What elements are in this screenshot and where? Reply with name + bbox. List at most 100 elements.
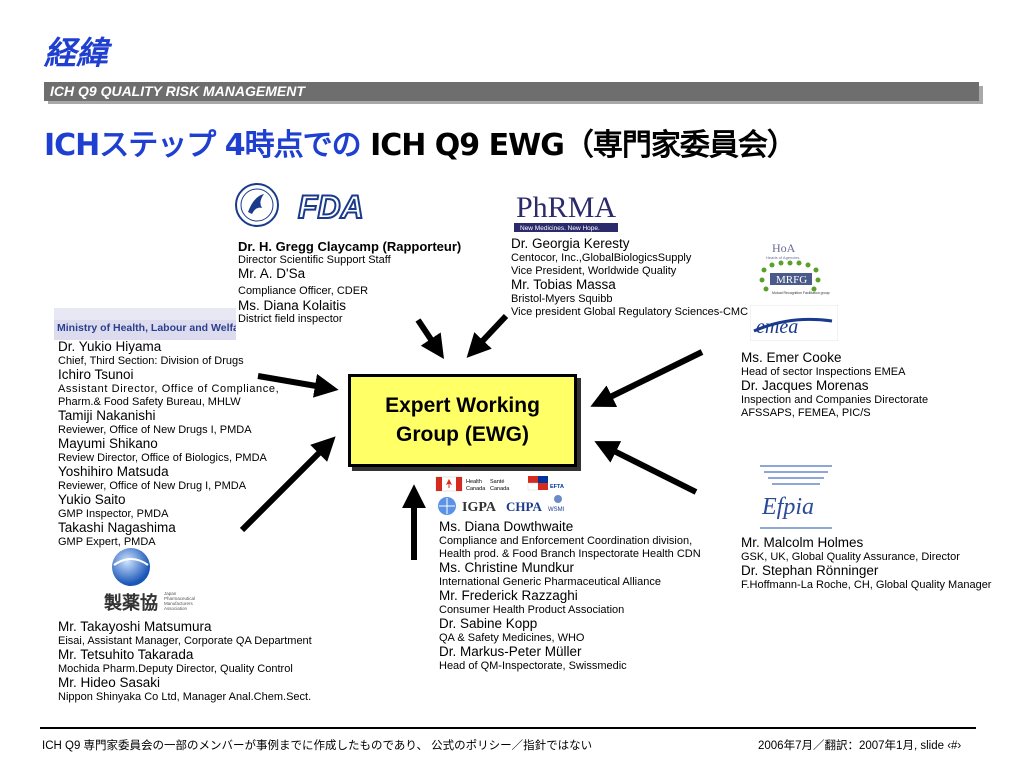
member-name: Yoshihiro Matsuda [58,464,169,480]
member-name: Takashi Nagashima [58,520,176,536]
member-role: GMP Expert, PMDA [58,536,156,549]
member-name: Mr. Takayoshi Matsumura [58,619,212,634]
member-name: Ms. Diana Kolaitis [238,297,347,313]
arrow-jpma [239,436,336,533]
hhs-seal-logo [234,182,280,228]
member-name: Dr. Stephan Rönninger [741,563,879,579]
member-role: Mochida Pharm.Deputy Director, Quality C… [58,662,293,675]
section-banner: ICH Q9 QUALITY RISK MANAGEMENT [44,82,979,101]
subtitle-part1: ICHステップ 4時点での [44,128,371,163]
observer-logos: Health Canada Santé Canada EFTA IGPA CHP… [434,474,584,518]
svg-text:HoA: HoA [772,241,796,255]
member-role: Director Scientific Support Staff [238,254,391,267]
svg-text:MRFG: MRFG [776,274,807,286]
member-role: Head of QM-Inspectorate, Swissmedic [439,660,627,673]
member-name: Dr. Georgia Keresty [511,236,630,251]
svg-text:Health: Health [466,479,482,485]
member-name: Ms. Diana Dowthwaite [439,519,574,534]
svg-text:CHPA: CHPA [506,499,542,514]
expert-working-group-box: Expert Working Group (EWG) [348,374,577,467]
svg-text:Japan: Japan [164,591,177,596]
member-role: Pharm.& Food Safety Bureau, MHLW [58,396,241,409]
member-role: District field inspector [238,313,343,326]
fda-logo-text: FDA [298,190,364,224]
emea-logo: emea [750,305,838,341]
member-role: Consumer Health Product Association [439,604,625,617]
arrow-fda [415,318,444,359]
member-name: Mr. Tetsuhito Takarada [58,647,194,663]
ewg-line1: Expert Working [385,394,540,418]
member-role: International Generic Pharmaceutical All… [439,576,661,589]
member-role: Inspection and Companies Directorate [741,393,929,406]
member-name: Ms. Emer Cooke [741,350,842,365]
svg-text:Santé: Santé [490,479,504,485]
member-role: Health prod. & Food Branch Inspectorate … [439,548,701,561]
svg-text:Manufacturers: Manufacturers [164,601,194,606]
member-name: Yukio Saito [58,492,126,508]
member-role: Nippon Shinyaka Co Ltd, Manager Anal.Che… [58,690,312,703]
observers-member-list: Ms. Diana Dowthwaite Compliance and Enfo… [439,519,701,673]
member-name: Mr. Hideo Sasaki [58,675,161,691]
efta-flags-icon: EFTA [527,476,564,491]
svg-text:Ministry of Health, Labour and: Ministry of Health, Labour and Welfare [57,322,236,334]
jpma-member-list: Mr. Takayoshi Matsumura Eisai, Assistant… [58,619,312,704]
member-role: AFSSAPS, FEMEA, PIC/S [741,407,871,420]
svg-text:Heads of Agencies: Heads of Agencies [766,255,799,260]
member-name: Mr. A. D'Sa [238,266,306,282]
member-role: F.Hoffmann-La Roche, CH, Global Quality … [741,578,992,591]
member-name: Dr. Sabine Kopp [439,616,538,632]
member-role: Vice President, Worldwide Quality [511,265,677,278]
member-role: Centocor, Inc.,GlobalBiologicsSupply [511,251,692,264]
arrow-efpia [594,441,698,495]
emea-member-list: Ms. Emer Cooke Head of sector Inspection… [741,350,929,420]
svg-text:Pharmaceutical: Pharmaceutical [164,596,195,601]
member-role: Compliance Officer, CDER [238,285,369,298]
canada-flag-icon [435,476,463,492]
mhlw-member-list: Dr. Yukio Hiyama Chief, Third Section: D… [58,339,280,549]
footer-divider [40,727,976,729]
footer-slide-info: 2006年7月／翻訳：2007年1月, slide ‹#› [758,740,962,752]
efpia-logo: Efpia [756,462,836,534]
svg-text:emea: emea [756,316,798,338]
fda-member-list: Dr. H. Gregg Claycamp (Rapporteur) Direc… [238,239,462,327]
efpia-member-list: Mr. Malcolm Holmes GSK, UK, Global Quali… [741,535,992,592]
subtitle-part2: ICH Q9 EWG（専門家委員会） [370,128,797,163]
member-name: Ichiro Tsunoi [58,367,134,383]
member-role: Reviewer, Office of New Drug I, PMDA [58,480,247,493]
svg-text:IGPA: IGPA [462,500,497,515]
member-role: GMP Inspector, PMDA [58,508,169,521]
svg-text:Association: Association [164,606,188,611]
svg-text:New Medicines. New Hope.: New Medicines. New Hope. [520,225,600,232]
svg-text:Canada: Canada [490,486,510,492]
svg-text:PhRMA: PhRMA [516,191,616,224]
member-name: Ms. Christine Mundkur [439,560,575,576]
member-name: Mr. Tobias Massa [511,277,616,293]
member-role: Review Director, Office of Biologics, PM… [58,452,267,465]
member-role: Eisai, Assistant Manager, Corporate QA D… [58,634,312,647]
member-role: Assistant Director, Office of Compliance… [58,382,280,395]
jpma-logo: 製薬協 Japan Pharmaceutical Manufacturers A… [104,545,214,615]
member-name: Dr. Yukio Hiyama [58,339,162,354]
phrma-logo: PhRMA New Medicines. New Hope. [512,183,620,233]
hoa-mrfg-logo: HoA Heads of Agencies MRFG Mutual Recogn… [752,240,830,306]
arrow-emea [590,349,704,407]
arrow-mhlw [257,373,339,398]
member-role: Head of sector Inspections EMEA [741,365,906,378]
member-name: Mayumi Shikano [58,436,158,452]
who-logo-icon [438,497,456,515]
member-role: QA & Safety Medicines, WHO [439,632,585,645]
member-name: Dr. H. Gregg Claycamp (Rapporteur) [238,239,462,254]
fda-logo: FDA [296,190,372,224]
svg-text:製薬協: 製薬協 [104,592,158,614]
member-name: Dr. Markus-Peter Müller [439,644,582,660]
svg-text:Mutual Recognition Facilitatio: Mutual Recognition Facilitation group [772,291,830,295]
svg-text:EFTA: EFTA [550,484,564,490]
member-name: Dr. Jacques Morenas [741,378,869,394]
member-role: Compliance and Enforcement Coordination … [439,534,693,547]
slide-subtitle: ICHステップ 4時点での ICH Q9 EWG（専門家委員会） [44,120,797,164]
member-name: Tamiji Nakanishi [58,408,156,424]
member-role: Bristol-Myers Squibb [511,293,613,306]
member-role: Chief, Third Section: Division of Drugs [58,354,244,367]
member-name: Mr. Frederick Razzaghi [439,588,578,604]
member-role: Vice president Global Regulatory Science… [511,306,749,319]
